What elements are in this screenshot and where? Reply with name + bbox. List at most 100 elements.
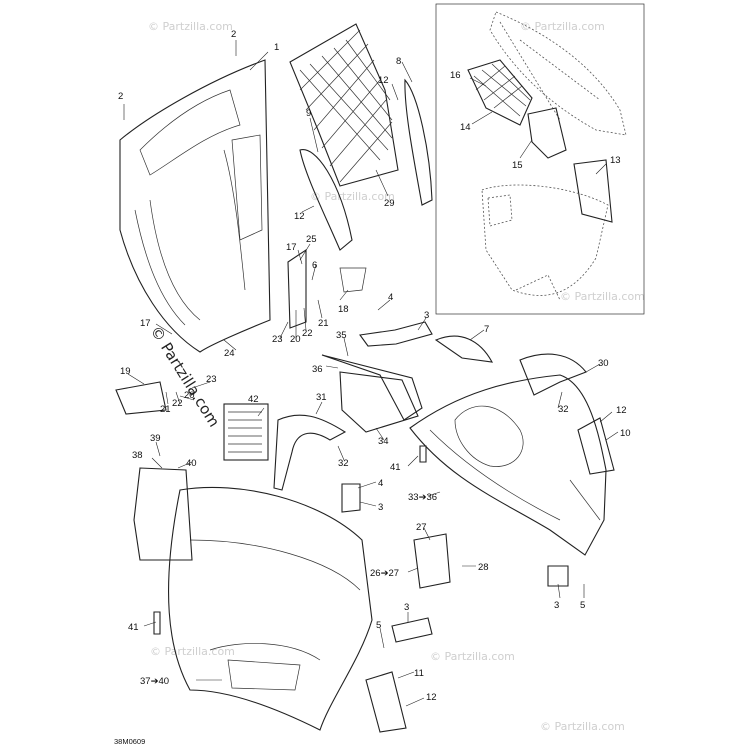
fitting-part-3-lower — [391, 617, 433, 643]
callout-label: 41 — [390, 462, 401, 473]
callout-label: 39 — [150, 433, 161, 444]
trim-part-31 — [273, 414, 347, 491]
callout-label: 33➔36 — [408, 492, 437, 503]
callout-label: 14 — [460, 122, 471, 133]
callout-label: 15 — [512, 160, 523, 171]
callout-label: 34 — [378, 436, 389, 447]
watermark-text: © Partzilla.com — [310, 190, 395, 203]
lower-front-panel — [167, 486, 373, 731]
panel-part-10 — [577, 417, 615, 475]
callout-label: 23 — [272, 334, 283, 345]
callout-label: 22 — [302, 328, 313, 339]
callout-label: 3 — [554, 600, 559, 611]
leader-lines — [123, 40, 619, 707]
callout-label: 2 — [118, 91, 123, 102]
strip-part-41 — [153, 611, 161, 635]
panel-part-34 — [339, 371, 419, 433]
diagram-code: 38M0609 — [114, 737, 145, 746]
watermark-text: © Partzilla.com — [148, 20, 233, 33]
callout-label: 10 — [620, 428, 631, 439]
callout-label: 40 — [186, 458, 197, 469]
watermark-text: © Partzilla.com — [540, 720, 625, 733]
callout-label: 20 — [290, 334, 301, 345]
callout-label: 29 — [384, 198, 395, 209]
hood-panel-part-1 — [119, 59, 271, 353]
callout-label: 3 — [404, 602, 409, 613]
callout-label: 17 — [140, 318, 151, 329]
side-cover-part-38 — [133, 467, 193, 561]
callout-label: 38 — [132, 450, 143, 461]
callout-label: 21 — [318, 318, 329, 329]
callout-label: 32 — [338, 458, 349, 469]
callout-label: 18 — [338, 304, 349, 315]
inset-panel-15 — [527, 107, 567, 159]
inset-detail-box — [435, 3, 645, 315]
callout-label: 19 — [120, 366, 131, 377]
callout-label: 27 — [416, 522, 427, 533]
callout-label: 12 — [426, 692, 437, 703]
callout-label: 3 — [424, 310, 429, 321]
callout-label: 11 — [414, 668, 424, 679]
callout-label: 1 — [274, 42, 279, 53]
callout-label: 13 — [610, 155, 621, 166]
callout-label: 24 — [224, 348, 235, 359]
cover-part-30 — [519, 353, 587, 396]
strip-part-41-upper — [419, 445, 427, 463]
callout-label: 6 — [312, 260, 317, 271]
side-panel-assembly — [409, 374, 607, 556]
bracket-part-36 — [321, 354, 423, 421]
watermark-pattern: © Partzilla.com © Partzilla.com © Partzi… — [148, 20, 645, 733]
inset-mesh-screen-16 — [467, 59, 533, 126]
callout-label: 26➔27 — [370, 568, 399, 579]
panel-part-11 — [365, 671, 407, 733]
bracket-part-26 — [413, 533, 451, 589]
inset-lower-fairing — [481, 184, 609, 296]
callout-label: 2 — [231, 29, 236, 40]
bracket-part-18 — [339, 267, 367, 293]
decal-part-42 — [223, 403, 269, 461]
callout-label: 35 — [336, 330, 347, 341]
watermark-text: © Partzilla.com — [560, 290, 645, 303]
callout-label: 8 — [396, 56, 401, 67]
bracket-part-17 — [287, 248, 307, 329]
callout-labels: 2 1 2 8 12 9 29 12 16 14 15 13 25 17 6 1… — [118, 29, 631, 703]
inset-panel-13 — [573, 159, 613, 223]
mesh-screen-part-29 — [289, 23, 399, 187]
callout-label: 4 — [388, 292, 393, 303]
handle-part-3 — [359, 321, 433, 347]
callout-label: 5 — [376, 620, 381, 631]
frame-part-9 — [299, 149, 353, 251]
callout-label: 36 — [312, 364, 323, 375]
callout-label: 9 — [306, 108, 311, 119]
fitting-part-3-right — [547, 565, 569, 587]
callout-label: 21 — [160, 404, 171, 415]
callout-label: 16 — [450, 70, 461, 81]
callout-label: 3 — [378, 502, 383, 513]
callout-label: 7 — [484, 324, 489, 335]
watermark-text: © Partzilla.com — [150, 645, 235, 658]
callout-label: 4 — [378, 478, 383, 489]
callout-label: 30 — [598, 358, 609, 369]
callout-label: 31 — [316, 392, 327, 403]
callout-label: 17 — [286, 242, 297, 253]
callout-label: 28 — [478, 562, 489, 573]
callout-label: 42 — [248, 394, 259, 405]
callout-label: 41 — [128, 622, 139, 633]
callout-label: 25 — [306, 234, 317, 245]
callout-label: 12 — [616, 405, 627, 416]
bracket-part-19 — [115, 381, 167, 415]
fitting-part-3 — [341, 483, 361, 513]
callout-label: 5 — [580, 600, 585, 611]
trim-part-7 — [434, 335, 494, 363]
frame-part-8 — [404, 78, 433, 206]
callout-label: 12 — [294, 211, 305, 222]
callout-label: 12 — [378, 75, 389, 86]
callout-label: 23 — [206, 374, 217, 385]
callout-label: 20 — [184, 390, 195, 401]
callout-label: 22 — [172, 398, 183, 409]
callout-label: 37➔40 — [140, 676, 169, 687]
callout-label: 32 — [558, 404, 569, 415]
watermark-text: © Partzilla.com — [430, 650, 515, 663]
